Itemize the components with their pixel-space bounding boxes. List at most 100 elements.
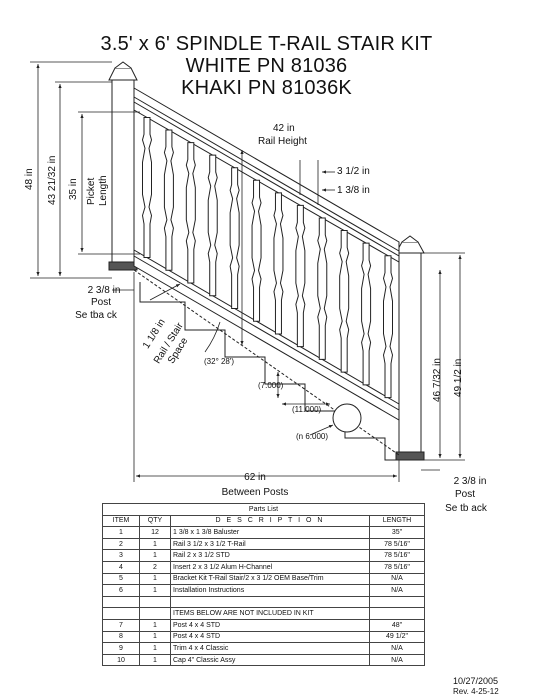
dim-right-post-mid: 46 7/32 in [432,358,443,402]
dim-post-setback-right-label-1: Post [454,489,475,500]
dim-angle: (32° 28') [204,357,235,366]
parts-cell-description: Insert 2 x 3 1/2 Alum H-Channel [170,560,370,574]
parts-cell-length [369,607,425,620]
parts-header-description: D E S C R I P T I O N [170,514,370,528]
stair-steps [133,269,400,456]
title-line-1: 3.5' x 6' SPINDLE T-RAIL STAIR KIT [100,33,433,55]
parts-cell-description [170,595,370,609]
parts-cell-item: 5 [102,572,140,586]
dim-between-posts-value: 62 in [244,472,266,483]
parts-cell-qty [139,595,171,609]
parts-cell-length: 78 5/16" [369,549,425,562]
parts-cell-qty: 2 [139,560,171,574]
dim-rail-height-value: 42 in [273,123,295,134]
baluster [251,179,262,322]
parts-cell-length: N/A [369,653,425,667]
parts-cell-length [369,595,425,609]
parts-cell-qty: 1 [139,653,171,667]
parts-list-caption: Parts List [102,503,425,516]
parts-cell-length: N/A [369,642,425,655]
parts-cell-item [102,595,140,609]
top-rail [133,87,400,263]
dim-nosing: (n 6.000) [296,432,329,441]
dim-picket-length-label-1: Picket [86,177,97,205]
parts-cell-qty: 1 [139,630,171,644]
dim-overall-height: 48 in [24,168,35,190]
parts-header-length: LENGTH [369,514,425,528]
parts-cell-item: 6 [102,584,140,597]
baluster [185,142,196,284]
parts-cell-item [102,607,140,620]
parts-cell-length: 78 5/16" [369,537,425,551]
parts-cell-qty [139,607,171,620]
parts-cell-description: Rail 2 x 3 1/2 STD [170,549,370,562]
dim-rail-width: 3 1/2 in [337,166,370,177]
dim-post-setback-left-value: 2 3/8 in [87,285,121,296]
stair-profile [139,282,400,461]
dim-run: (11.000) [292,405,322,414]
parts-cell-length: 78 5/16" [369,560,425,574]
parts-cell-item: 1 [102,526,140,539]
parts-header-item: ITEM [102,514,140,528]
parts-cell-item: 7 [102,618,140,632]
parts-cell-description: Rail 3 1/2 x 3 1/2 T-Rail [170,537,370,551]
parts-cell-description: ITEMS BELOW ARE NOT INCLUDED IN KIT [170,607,370,620]
dim-post-height: 43 21/32 in [47,155,58,206]
parts-cell-qty: 1 [139,537,171,551]
title-line-2: WHITE PN 81036 [185,55,348,77]
dim-baluster-width: 1 3/8 in [337,185,370,196]
parts-cell-item: 3 [102,549,140,562]
baluster [382,255,394,399]
parts-header-qty: QTY [139,514,171,528]
baluster [361,242,372,386]
dim-picket-length-value: 35 in [68,178,79,200]
title-line-3: KHAKI PN 81036K [181,77,352,99]
balusters [141,116,394,399]
baluster [273,192,284,335]
footer-date: 10/27/2005 [453,676,499,686]
table-row [102,595,425,609]
parts-cell-description: Post 4 x 4 STD [170,630,370,644]
parts-cell-description: 1 3/8 x 1 3/8 Baluster [170,526,370,539]
baluster [295,204,306,348]
table-row: ITEMS BELOW ARE NOT INCLUDED IN KIT [102,607,425,620]
right-post [395,235,425,461]
dim-post-setback-right-label-2: Se tb ack [445,503,487,514]
parts-cell-length: 49 1/2" [369,630,425,644]
parts-cell-description: Bracket Kit T-Rail Stair/2 x 3 1/2 OEM B… [170,572,370,586]
baluster [339,230,350,373]
baluster [207,154,218,297]
stair-railing-drawing [30,61,465,482]
parts-cell-item: 8 [102,630,140,644]
parts-cell-qty: 1 [139,642,171,655]
baluster [163,129,174,271]
dim-post-setback-right-value: 2 3/8 in [453,476,487,487]
parts-cell-item: 2 [102,537,140,551]
parts-cell-length: N/A [369,584,425,597]
parts-cell-item: 9 [102,642,140,655]
parts-cell-qty: 12 [139,526,171,539]
parts-cell-description: Trim 4 x 4 Classic [170,642,370,655]
parts-cell-description: Post 4 x 4 STD [170,618,370,632]
left-post [108,61,138,271]
parts-cell-qty: 1 [139,618,171,632]
parts-cell-qty: 1 [139,572,171,586]
dim-right-post-total: 49 1/2 in [453,358,464,397]
parts-cell-qty: 1 [139,549,171,562]
dim-picket-length-label-2: Length [98,175,109,206]
footer-revision: Rev. 4-25-12 [453,687,499,696]
parts-cell-qty: 1 [139,584,171,597]
parts-cell-item: 4 [102,560,140,574]
parts-cell-length: N/A [369,572,425,586]
